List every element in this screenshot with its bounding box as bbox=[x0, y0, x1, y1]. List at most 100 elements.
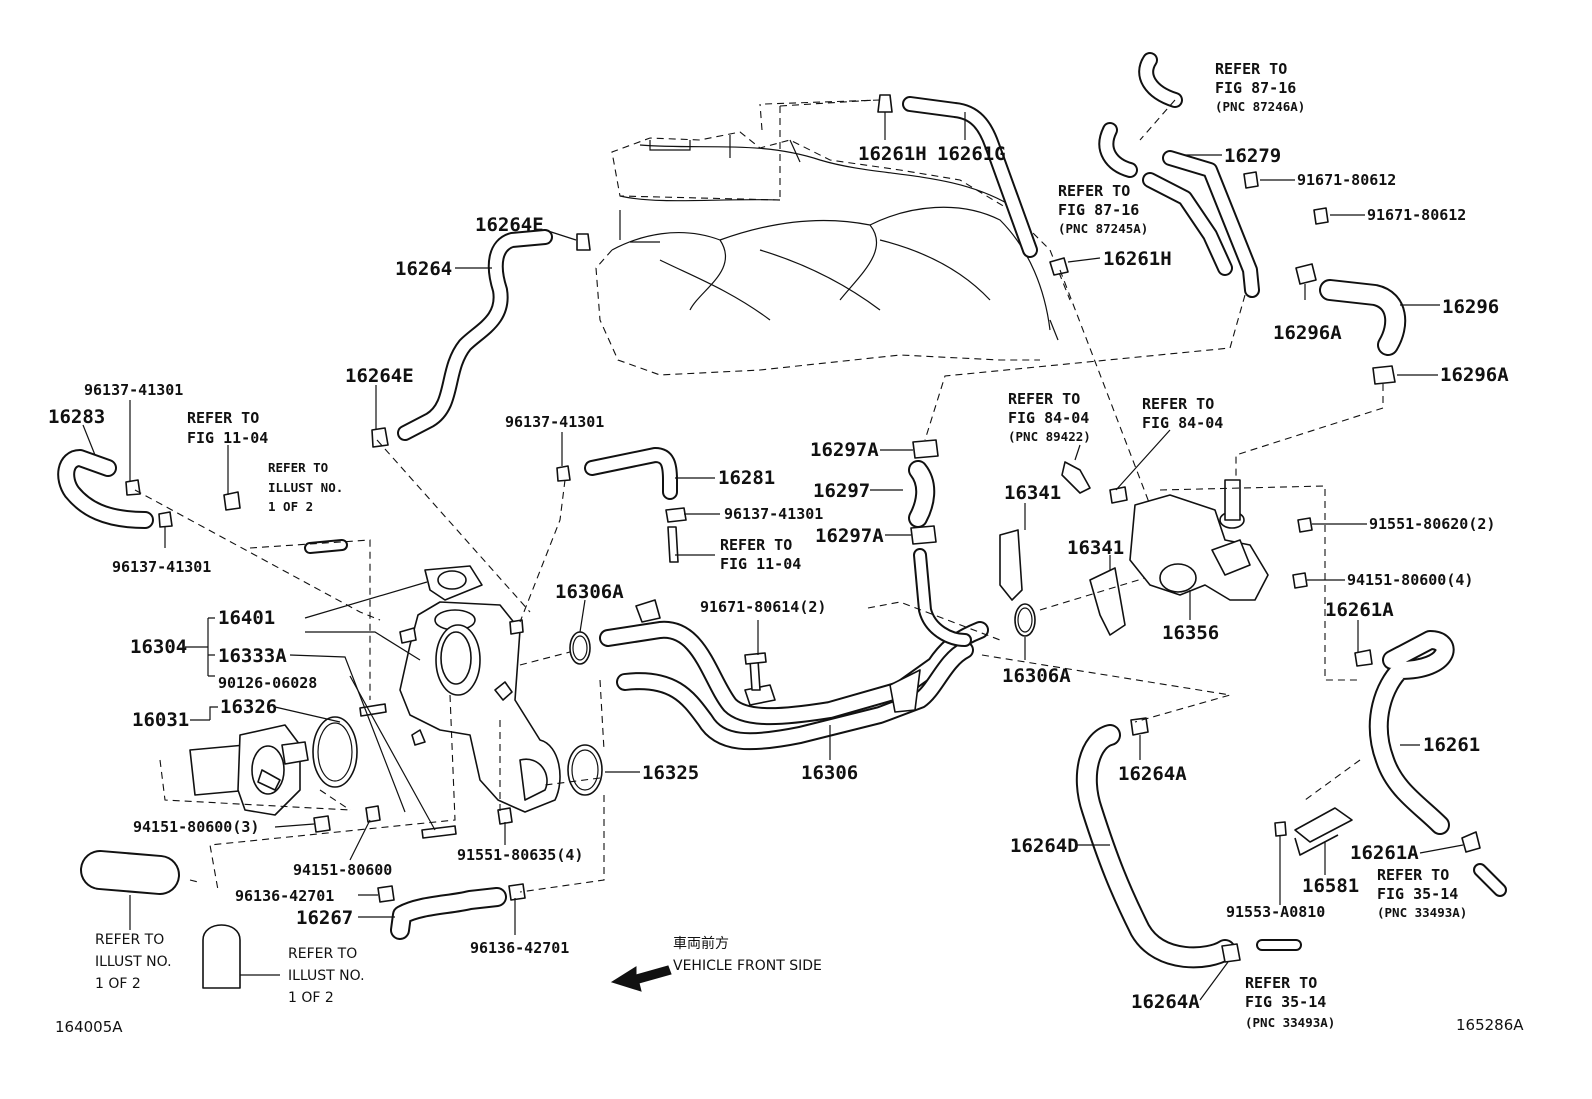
hoses bbox=[57, 52, 1507, 989]
label-16261H-top: 16261H bbox=[858, 143, 927, 165]
intake-manifold-outline bbox=[595, 99, 1071, 376]
label-16304: 16304 bbox=[130, 636, 187, 658]
label-91671-80612-a: 91671-80612 bbox=[1297, 171, 1396, 189]
svg-text:FIG 11-04: FIG 11-04 bbox=[187, 429, 268, 447]
svg-text:REFER TO: REFER TO bbox=[1377, 866, 1449, 884]
label-16031: 16031 bbox=[132, 709, 189, 731]
svg-text:REFER TO: REFER TO bbox=[187, 409, 259, 427]
label-16261A-b: 16261A bbox=[1350, 842, 1419, 864]
label-16401: 16401 bbox=[218, 607, 275, 629]
direction-jp: 車両前方 bbox=[673, 935, 729, 952]
ref-fig11-04-left: REFER TO FIG 11-04 bbox=[187, 409, 268, 447]
figure-code-left: 164005A bbox=[55, 1018, 123, 1036]
sensor bbox=[1061, 461, 1091, 494]
ref-fig84-04-b: REFER TO FIG 84-04 bbox=[1142, 395, 1223, 432]
label-16267: 16267 bbox=[296, 907, 353, 929]
label-16356: 16356 bbox=[1162, 622, 1219, 644]
svg-text:FIG 11-04: FIG 11-04 bbox=[720, 555, 801, 573]
label-16341-a: 16341 bbox=[1004, 482, 1061, 504]
label-16264E-top: 16264E bbox=[475, 214, 544, 236]
ref-illust-1of2-bl1: REFER TO ILLUST NO. 1 OF 2 bbox=[95, 932, 172, 992]
svg-text:REFER TO: REFER TO bbox=[1008, 390, 1080, 408]
svg-text:FIG 35-14: FIG 35-14 bbox=[1245, 993, 1326, 1011]
label-91671-80614: 91671-80614(2) bbox=[700, 598, 826, 616]
label-16326: 16326 bbox=[220, 696, 277, 718]
label-16264E: 16264E bbox=[345, 365, 414, 387]
label-96136-42701-a: 96136-42701 bbox=[235, 887, 334, 905]
label-16261H-mid: 16261H bbox=[1103, 248, 1172, 270]
label-96137-41301-b: 96137-41301 bbox=[112, 558, 211, 576]
gaskets bbox=[312, 529, 1126, 796]
svg-text:(PNC 87246A): (PNC 87246A) bbox=[1215, 99, 1305, 114]
svg-text:REFER TO: REFER TO bbox=[1245, 974, 1317, 992]
svg-text:1 OF 2: 1 OF 2 bbox=[268, 499, 313, 514]
ref-fig87-16-mid: REFER TO FIG 87-16 (PNC 87245A) bbox=[1058, 182, 1148, 236]
direction-en: VEHICLE FRONT SIDE bbox=[673, 958, 822, 974]
svg-text:REFER TO: REFER TO bbox=[268, 460, 328, 475]
label-16264: 16264 bbox=[395, 258, 452, 280]
label-96137-41301-a: 96137-41301 bbox=[84, 381, 183, 399]
svg-text:(PNC 33493A): (PNC 33493A) bbox=[1245, 1015, 1335, 1030]
svg-text:FIG 35-14: FIG 35-14 bbox=[1377, 885, 1458, 903]
label-16333A: 16333A bbox=[218, 645, 287, 667]
svg-text:FIG 87-16: FIG 87-16 bbox=[1215, 79, 1296, 97]
svg-text:REFER TO: REFER TO bbox=[1215, 60, 1287, 78]
label-16296A-a: 16296A bbox=[1273, 322, 1342, 344]
label-16261A-a: 16261A bbox=[1325, 599, 1394, 621]
svg-text:ILLUST NO.: ILLUST NO. bbox=[288, 968, 365, 984]
water-inlet-housing-16356 bbox=[1129, 479, 1269, 601]
label-16297A-b: 16297A bbox=[815, 525, 884, 547]
ref-illust-1of2-bl2: REFER TO ILLUST NO. 1 OF 2 bbox=[288, 946, 365, 1006]
svg-text:REFER TO: REFER TO bbox=[288, 946, 357, 962]
label-91551-80620: 91551-80620(2) bbox=[1369, 515, 1495, 533]
reference-notes: REFER TO FIG 87-16 (PNC 87246A) REFER TO… bbox=[95, 60, 1467, 1030]
label-16297: 16297 bbox=[813, 480, 870, 502]
label-96137-41301-c: 96137-41301 bbox=[505, 413, 604, 431]
bracket-16581 bbox=[1294, 807, 1353, 856]
svg-text:(PNC 33493A): (PNC 33493A) bbox=[1377, 905, 1467, 920]
part-labels: 16261H 16261G 16264E 16264 16264E 16283 … bbox=[48, 143, 1509, 1013]
label-16325: 16325 bbox=[642, 762, 699, 784]
label-16581: 16581 bbox=[1302, 875, 1359, 897]
svg-text:REFER TO: REFER TO bbox=[1142, 395, 1214, 413]
ref-fig87-16-top: REFER TO FIG 87-16 (PNC 87246A) bbox=[1215, 60, 1305, 114]
ref-fig35-14-bottom: REFER TO FIG 35-14 (PNC 33493A) bbox=[1245, 974, 1335, 1030]
svg-text:FIG 84-04: FIG 84-04 bbox=[1142, 414, 1223, 432]
label-16264D: 16264D bbox=[1010, 835, 1079, 857]
ref-fig84-04-a: REFER TO FIG 84-04 (PNC 89422) bbox=[1008, 390, 1091, 444]
label-16306: 16306 bbox=[801, 762, 858, 784]
svg-text:(PNC 89422): (PNC 89422) bbox=[1008, 429, 1091, 444]
label-16261G: 16261G bbox=[937, 143, 1006, 165]
svg-text:REFER TO: REFER TO bbox=[1058, 182, 1130, 200]
label-16297A-a: 16297A bbox=[810, 439, 879, 461]
label-16306A-b: 16306A bbox=[1002, 665, 1071, 687]
label-90126-06028: 90126-06028 bbox=[218, 674, 317, 692]
dashed-connections bbox=[134, 99, 1384, 893]
label-16306A-a: 16306A bbox=[555, 581, 624, 603]
svg-text:(PNC 87245A): (PNC 87245A) bbox=[1058, 221, 1148, 236]
label-16264A-b: 16264A bbox=[1131, 991, 1200, 1013]
svg-text:ILLUST NO.: ILLUST NO. bbox=[95, 954, 172, 970]
label-16283: 16283 bbox=[48, 406, 105, 428]
svg-text:REFER TO: REFER TO bbox=[720, 536, 792, 554]
svg-text:FIG 87-16: FIG 87-16 bbox=[1058, 201, 1139, 219]
water-bypass-pipe-16306 bbox=[599, 548, 989, 751]
ref-fig11-04-mid: REFER TO FIG 11-04 bbox=[720, 536, 801, 573]
label-16264A-a: 16264A bbox=[1118, 763, 1187, 785]
label-16341-b: 16341 bbox=[1067, 537, 1124, 559]
label-96137-41301-d: 96137-41301 bbox=[724, 505, 823, 523]
label-16296: 16296 bbox=[1442, 296, 1499, 318]
svg-text:1 OF 2: 1 OF 2 bbox=[95, 976, 141, 992]
label-91671-80612-b: 91671-80612 bbox=[1367, 206, 1466, 224]
label-96136-42701-b: 96136-42701 bbox=[470, 939, 569, 957]
svg-text:REFER TO: REFER TO bbox=[95, 932, 164, 948]
svg-text:1 OF 2: 1 OF 2 bbox=[288, 990, 334, 1006]
svg-text:FIG 84-04: FIG 84-04 bbox=[1008, 409, 1089, 427]
thermostat-housing-16031 bbox=[189, 724, 309, 816]
label-16261: 16261 bbox=[1423, 734, 1480, 756]
label-94151-80600: 94151-80600 bbox=[293, 861, 392, 879]
label-16296A-b: 16296A bbox=[1440, 364, 1509, 386]
label-91551-80635: 91551-80635(4) bbox=[457, 846, 583, 864]
ref-fig35-14-right: REFER TO FIG 35-14 (PNC 33493A) bbox=[1377, 866, 1467, 920]
